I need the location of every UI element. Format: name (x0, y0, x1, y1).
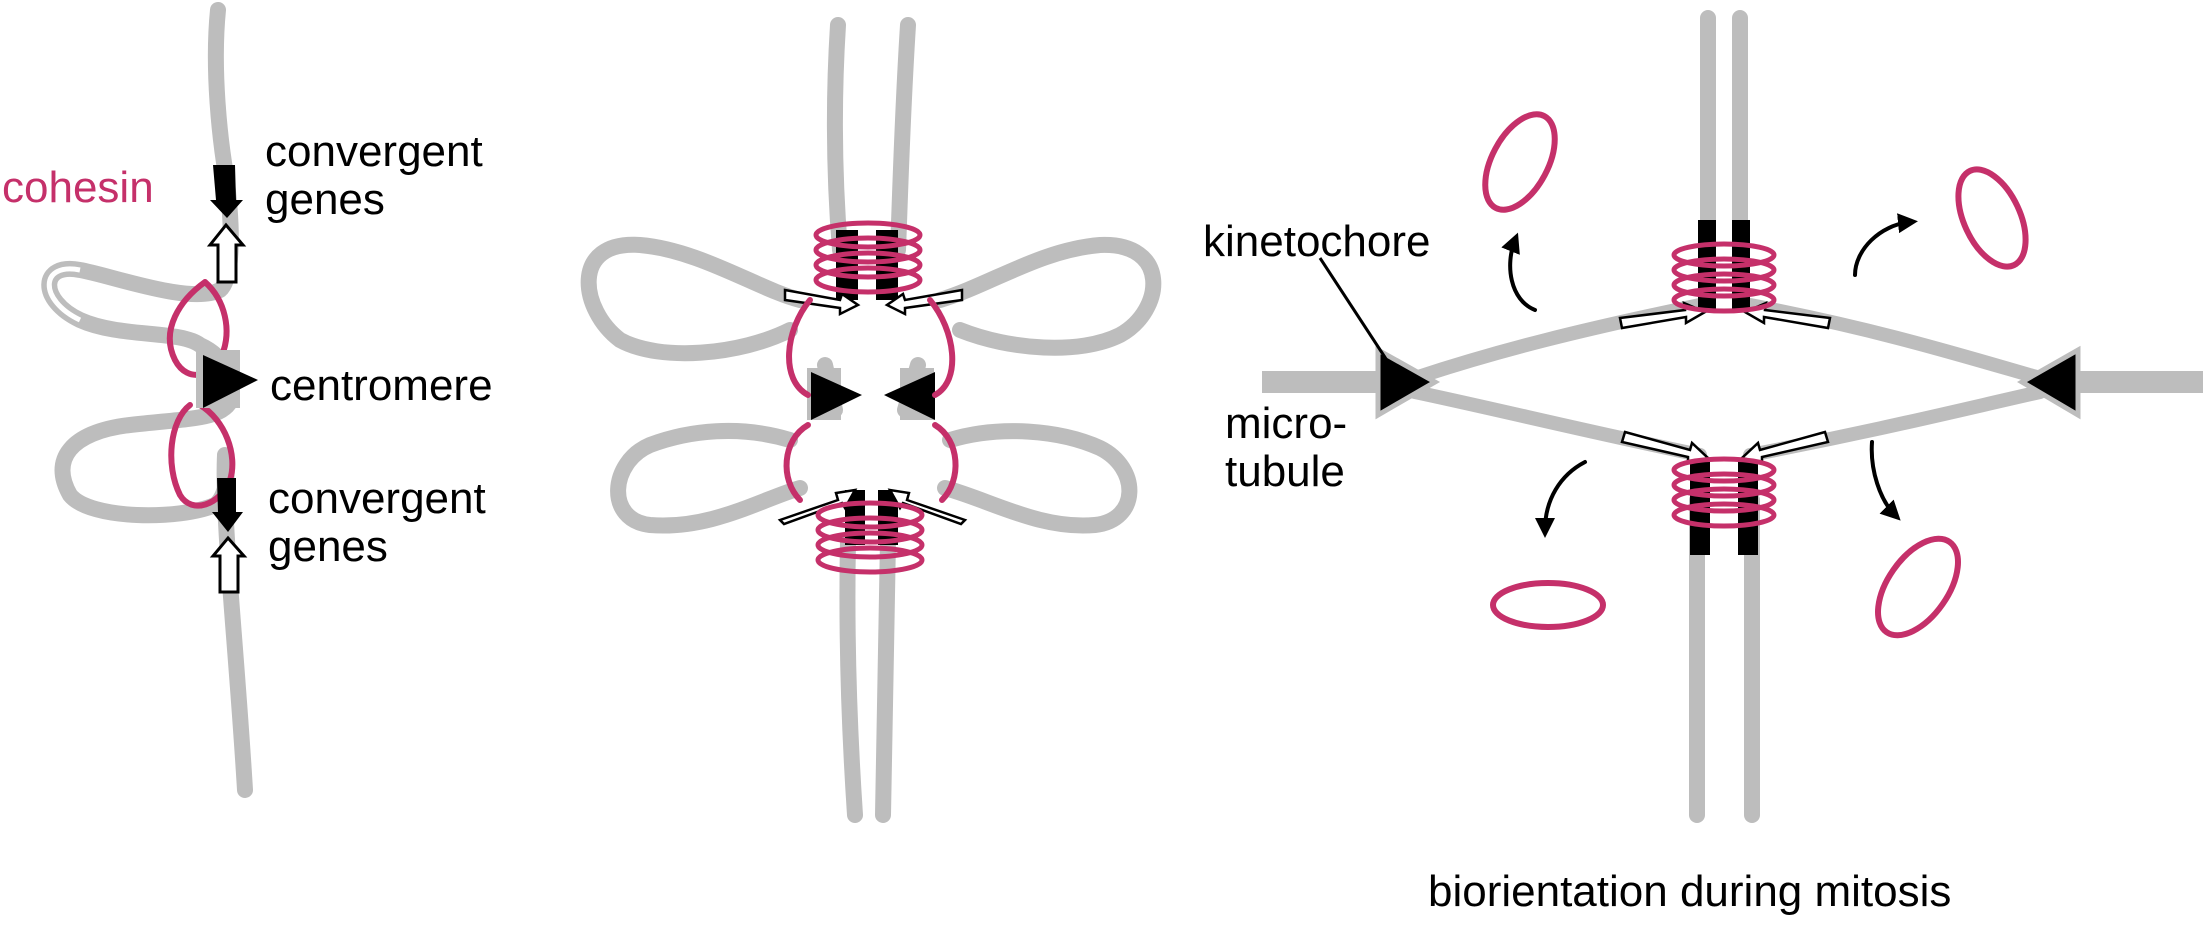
chromatid-arm (875, 532, 896, 823)
chromatid-arm (890, 17, 916, 258)
centromere-label: centromere (270, 361, 493, 410)
chromatin-loop-left-lower (610, 422, 808, 534)
kinetochore-triangle-icon (1375, 345, 1441, 420)
chromatid-lower (54, 390, 253, 798)
gene-arrow-icon (212, 478, 243, 532)
gene-arrow-icon (887, 488, 968, 526)
kinetochore-triangle-icon (2017, 345, 2081, 420)
figure-caption: biorientation during mitosis (1428, 867, 1952, 916)
gene-arrow-icon (209, 535, 248, 594)
chromatin-loop-right-upper (932, 236, 1162, 356)
panel-2-sister-chromatids (580, 17, 1162, 823)
chromatid-arm (826, 17, 848, 258)
kinetochore-pointer (1318, 257, 1392, 366)
convergent-genes-top-label: convergent genes (265, 127, 483, 224)
gene-arrow-icon (210, 165, 243, 218)
cohesin-ring-stack-lower (1671, 456, 1777, 529)
release-arrow-icon (1869, 440, 1901, 521)
cohesin-ring (932, 422, 959, 503)
cohesin-ring (786, 297, 813, 398)
cohesin-ring-stack-lower (815, 500, 925, 575)
cohesin-ring (927, 297, 956, 398)
kinetochore-label: kinetochore (1203, 217, 1431, 266)
cohesin-ring (783, 422, 811, 503)
gene-arrow-icon (777, 488, 858, 526)
cohesin-ring-lower (168, 402, 236, 509)
cohesin-ring-stack-upper (1671, 241, 1777, 314)
cohesin-label: cohesin (2, 163, 154, 212)
release-arrow-icon (1501, 232, 1537, 312)
gene-arrow-icon (783, 288, 861, 317)
chromatid-highlight (46, 266, 82, 323)
microtubule-label: micro- tubule (1225, 399, 1348, 496)
release-arrow-icon (1535, 460, 1587, 538)
gene-arrow-icon (884, 288, 964, 317)
convergent-genes-bottom-label: convergent genes (268, 474, 486, 571)
released-cohesin-ring (1490, 580, 1606, 630)
released-cohesin-ring (1482, 111, 1558, 213)
released-cohesin-ring (1875, 535, 1961, 639)
chromatid-arm (839, 532, 863, 823)
chromatin-loop-left-upper (580, 236, 808, 362)
gene-arrow-icon (206, 222, 247, 284)
released-cohesin-ring (1955, 166, 2029, 270)
panel-3-biorientation (1262, 10, 2203, 823)
kinetochore-triangle-icon (203, 355, 258, 408)
chromatin-loop-right-lower (937, 423, 1138, 534)
panel-1-single-chromatid (41, 2, 258, 798)
cohesin-ring-stack-upper (813, 220, 923, 295)
kinetochore-triangle-icon (884, 372, 935, 420)
kinetochore-triangle-icon (811, 372, 862, 420)
release-arrow-icon (1853, 213, 1918, 277)
